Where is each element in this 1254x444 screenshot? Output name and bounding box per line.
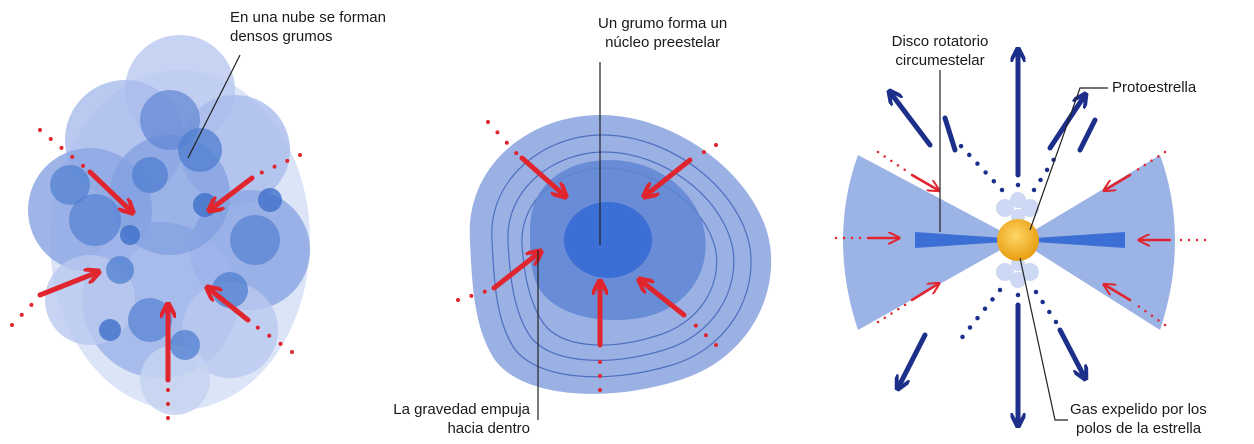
jet-label-leader	[1019, 257, 1068, 421]
core-top-label-line2: núcleo preestelar	[605, 34, 721, 51]
cloud-label-leader	[187, 54, 241, 159]
gas-jets	[890, 50, 1098, 425]
disk-edge-left	[915, 232, 1005, 248]
disk-label-line1: Disco rotatorio	[891, 33, 989, 50]
core-top-label: Un grumo forma un núcleo preestelar	[598, 14, 727, 52]
gravity-label-line1: La gravedad empuja	[393, 401, 530, 418]
gravity-label-line2: hacia dentro	[447, 420, 530, 437]
protostar	[997, 219, 1039, 261]
jet-label: Gas expelido por los polos de la estrell…	[1070, 400, 1207, 438]
cloud-label: En una nube se forman densos grumos	[230, 8, 386, 46]
protostar-label-text: Protoestrella	[1112, 79, 1197, 96]
panel-cloud	[10, 35, 310, 420]
inflow-arrows-disk	[834, 150, 1207, 327]
panel-core	[456, 62, 772, 420]
cloud-blob	[28, 35, 310, 415]
jet-label-line2: polos de la estrella	[1076, 420, 1202, 437]
gravity-arrows-cloud	[10, 128, 302, 420]
disk-label-line2: circumestelar	[895, 52, 985, 69]
core-top-label-line1: Un grumo forma un	[598, 15, 728, 32]
panel-protostar	[834, 50, 1207, 425]
preestellar-core	[564, 202, 652, 278]
jet-label-line1: Gas expelido por los	[1070, 401, 1207, 418]
protostar-label-leader	[1029, 87, 1108, 231]
cloud-label-line2: densos grumos	[230, 28, 333, 45]
disk-edge-right	[1035, 232, 1125, 248]
gravity-arrows-core	[456, 120, 718, 392]
gravity-label: La gravedad empuja hacia dentro	[370, 400, 530, 438]
disk-label: Disco rotatorio circumestelar	[878, 32, 1002, 70]
protostar-label: Protoestrella	[1112, 78, 1196, 97]
cloud-label-line1: En una nube se forman	[230, 9, 386, 26]
